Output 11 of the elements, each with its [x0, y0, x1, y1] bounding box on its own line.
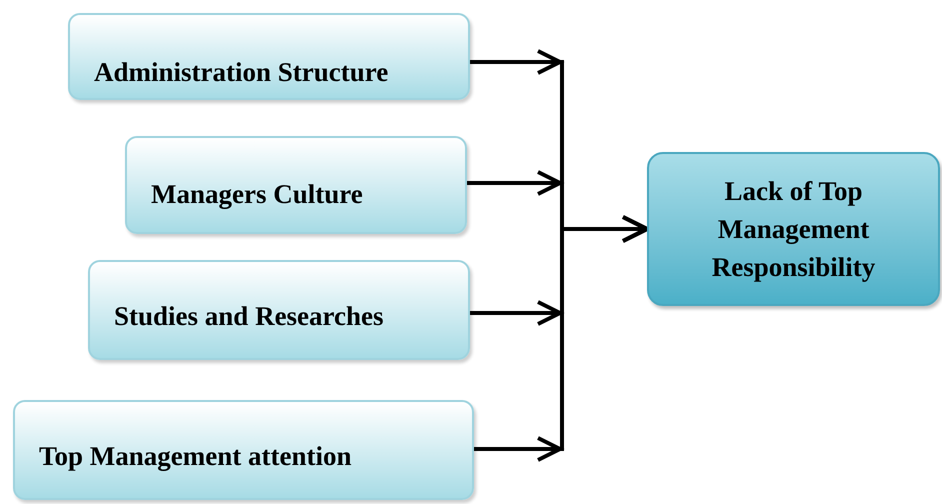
box-label: Managers Culture: [151, 178, 364, 212]
box-label: Top Management attention: [39, 440, 353, 474]
outcome-box: [647, 152, 940, 306]
factor-box: [125, 136, 467, 234]
box-label: Lack of Top Management Responsibility: [710, 175, 876, 284]
factor-box: [88, 260, 470, 360]
box-label: Administration Structure: [94, 56, 390, 90]
box-label: Studies and Researches: [114, 300, 385, 334]
factor-box: [13, 400, 474, 500]
factor-box: [68, 13, 470, 100]
arrow: [474, 215, 649, 462]
